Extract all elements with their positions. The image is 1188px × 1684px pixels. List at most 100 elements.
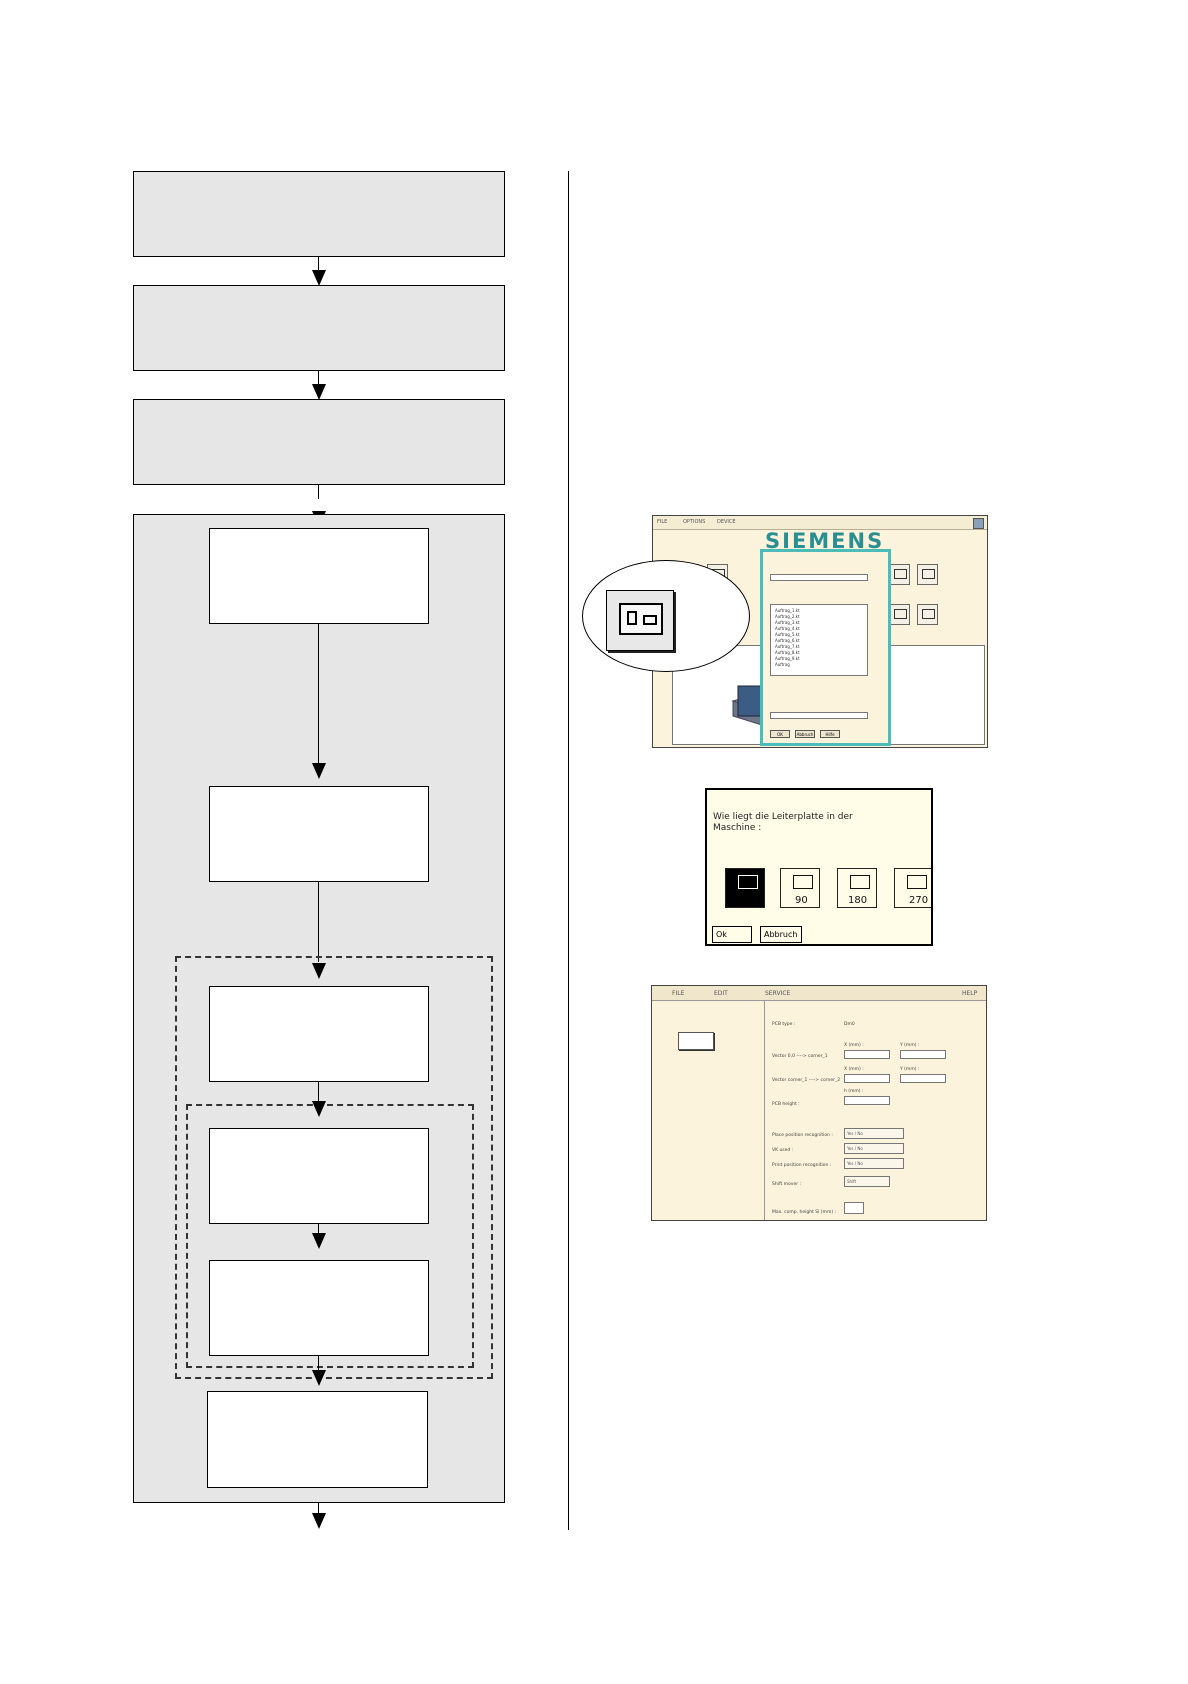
menu-service[interactable]: SERVICE (765, 990, 791, 997)
ok-button[interactable]: Ok (712, 926, 752, 943)
menu-bar: FILE OPTIONS DEVICE (653, 516, 987, 530)
board-icon (738, 875, 758, 889)
flow-connector (318, 371, 319, 385)
orientation-degree: 270 (909, 895, 929, 906)
pcb-type-value: Dm0 (844, 1022, 855, 1027)
flow-connector (318, 1224, 319, 1234)
menu-bar: FILE EDIT SERVICE HELP (652, 986, 986, 1001)
list-item[interactable]: Auftrag_3.kt (775, 620, 800, 625)
tool-icon[interactable] (889, 564, 910, 585)
path-field[interactable] (770, 574, 868, 581)
orientation-dialog: Wie liegt die Leiterplatte in der Maschi… (705, 788, 933, 946)
pcb-height-field[interactable] (844, 1096, 890, 1105)
yes-option: Yes (847, 1131, 854, 1136)
flow-arrow (312, 763, 326, 779)
list-item[interactable]: Auftrag_8.kt (775, 650, 800, 655)
cancel-button[interactable]: Abbruch (760, 926, 802, 943)
flow-connector (318, 1082, 319, 1102)
orientation-180-option[interactable]: 180 (837, 868, 877, 908)
help-button[interactable]: Hilfe (820, 730, 840, 738)
vector-origin-label: Vector 0,0 ----> corner_1 (772, 1054, 828, 1059)
vector-corner-y-field[interactable] (900, 1074, 946, 1083)
flow-step-1 (133, 171, 505, 257)
vk-used-toggle[interactable]: Yes / No (844, 1143, 904, 1154)
vk-used-label: VK used : (772, 1148, 794, 1153)
y-label: Y (mm) : (900, 1067, 920, 1072)
menu-edit[interactable]: EDIT (714, 990, 728, 997)
list-item[interactable]: Auftrag_4.kt (775, 626, 800, 631)
orientation-degree: 90 (795, 895, 808, 906)
tool-column (652, 1000, 765, 1220)
flow-substep-3 (209, 986, 429, 1082)
orientation-question: Wie liegt die Leiterplatte in der Maschi… (713, 812, 853, 833)
list-item[interactable]: Auftrag (775, 662, 790, 667)
print-position-label: Print position recognition : (772, 1163, 832, 1168)
list-item[interactable]: Auftrag_6.kt (775, 638, 800, 643)
list-item[interactable]: Auftrag_9.kt (775, 656, 800, 661)
y-label: Y (mm) : (900, 1043, 920, 1048)
flow-connector (318, 1356, 319, 1371)
tool-icon[interactable] (917, 564, 938, 585)
menu-options[interactable]: OPTIONS (683, 519, 706, 525)
pcb-height-label: PCB height : (772, 1102, 800, 1107)
dashed-inner-group (186, 1104, 474, 1368)
ok-button[interactable]: OK (770, 730, 790, 738)
flow-arrow (312, 270, 326, 286)
no-option: No (857, 1161, 863, 1166)
list-item[interactable]: Auftrag_1.kt (775, 608, 800, 613)
flow-connector (318, 882, 319, 962)
max-height-label: Max. comp. height Sl (mm) : (772, 1210, 837, 1215)
orientation-90-option[interactable]: 90 (780, 868, 820, 908)
print-position-toggle[interactable]: Yes / No (844, 1158, 904, 1169)
flow-connector (318, 257, 319, 271)
board-icon (793, 875, 813, 889)
max-height-field[interactable] (844, 1202, 864, 1214)
file-list[interactable]: Auftrag_1.kt Auftrag_2.kt Auftrag_3.kt A… (770, 604, 868, 676)
list-item[interactable]: Auftrag_5.kt (775, 632, 800, 637)
no-option: No (857, 1146, 863, 1151)
x-label: X (mm) : (844, 1067, 864, 1072)
flow-connector (318, 485, 319, 499)
column-divider (568, 171, 569, 1530)
shift-mover-toggle[interactable]: Shift (844, 1176, 890, 1187)
list-item[interactable]: Auftrag_7.kt (775, 644, 800, 649)
tool-icon[interactable] (917, 604, 938, 625)
tool-icon[interactable] (889, 604, 910, 625)
yes-option: Yes (847, 1161, 854, 1166)
vector-corner-x-field[interactable] (844, 1074, 890, 1083)
load-job-dialog: Auftrag_1.kt Auftrag_2.kt Auftrag_3.kt A… (760, 549, 891, 746)
vector-origin-x-field[interactable] (844, 1050, 890, 1059)
flow-step-3 (133, 399, 505, 485)
board-orientation-icon (619, 603, 663, 635)
flow-substep-1 (209, 528, 429, 624)
orientation-270-option[interactable]: 270 (894, 868, 931, 908)
board-icon (850, 875, 870, 889)
orientation-0-option[interactable] (725, 868, 765, 908)
flow-substep-2 (209, 786, 429, 882)
flow-arrow (312, 963, 326, 979)
flow-arrow (312, 1233, 326, 1249)
yes-option: Yes (847, 1146, 854, 1151)
menu-file[interactable]: FILE (672, 990, 685, 997)
flow-step-2 (133, 285, 505, 371)
shift-option: Shift (847, 1179, 857, 1184)
vector-origin-y-field[interactable] (900, 1050, 946, 1059)
h-label: h (mm) : (844, 1089, 864, 1094)
flow-substep-5 (209, 1260, 429, 1356)
filename-field[interactable] (770, 712, 868, 719)
flow-connector (318, 1503, 319, 1515)
no-option: No (857, 1131, 863, 1136)
list-item[interactable]: Auftrag_2.kt (775, 614, 800, 619)
place-position-label: Place position recognition : (772, 1133, 833, 1138)
flow-arrow (312, 384, 326, 400)
menu-help[interactable]: HELP (962, 990, 978, 997)
flow-arrow (312, 1513, 326, 1529)
pcb-tool-button[interactable] (678, 1032, 714, 1050)
vector-corner-label: Vector corner_1 ----> corner_2 (772, 1078, 841, 1083)
menu-device[interactable]: DEVICE (717, 519, 736, 525)
cancel-button[interactable]: Abbruch (795, 730, 815, 738)
menu-file[interactable]: FILE (657, 519, 668, 525)
window-icon[interactable] (973, 518, 984, 529)
pcb-type-label: PCB type : (772, 1022, 796, 1027)
place-position-toggle[interactable]: Yes / No (844, 1128, 904, 1139)
